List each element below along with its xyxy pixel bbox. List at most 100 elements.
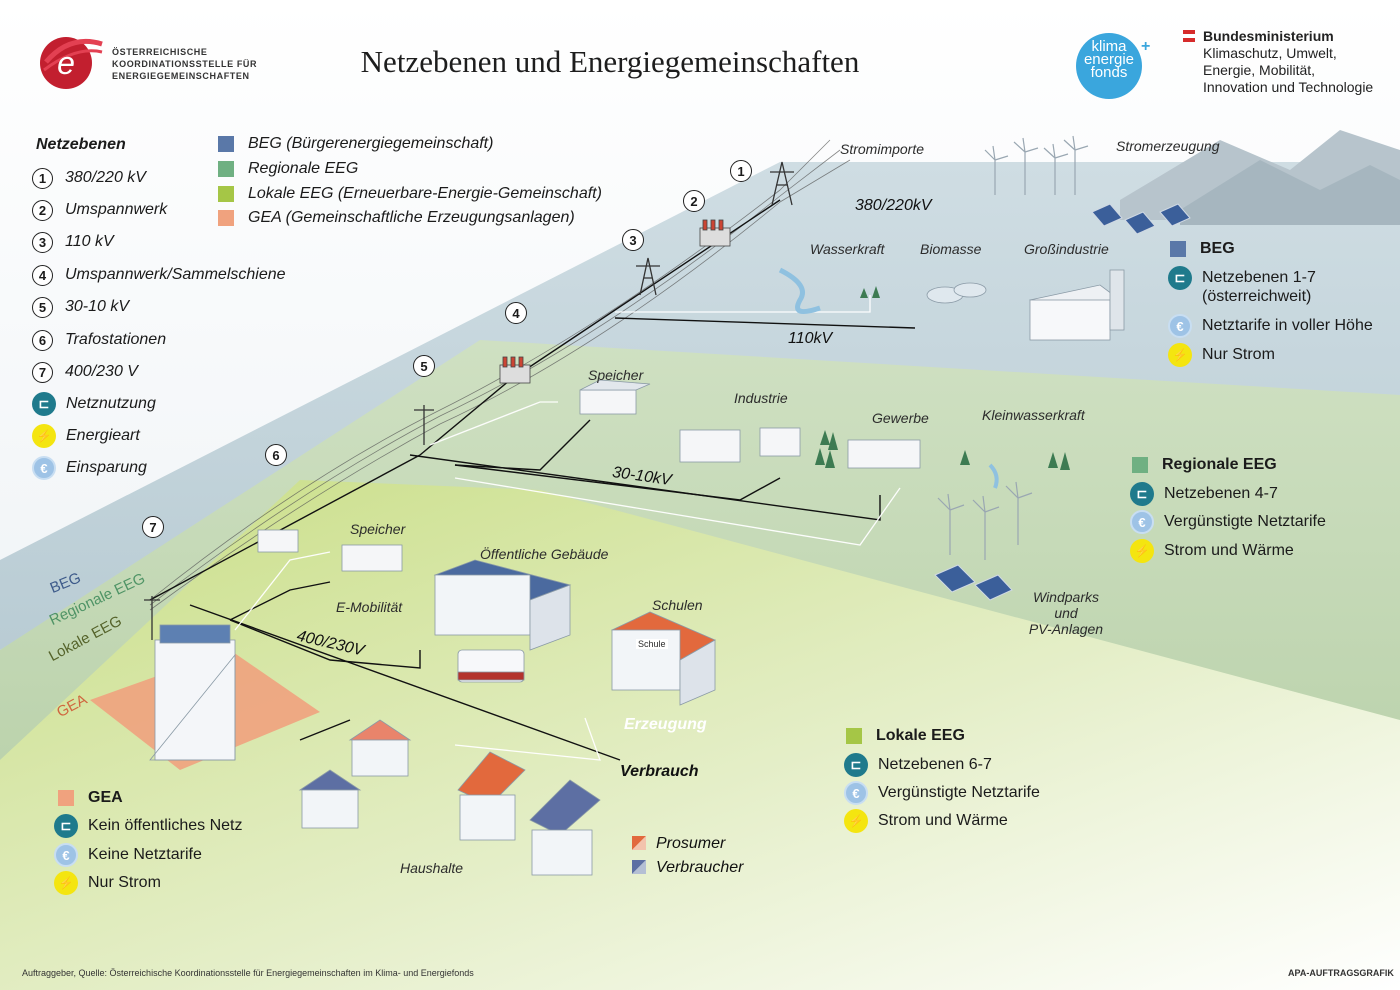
label-kleinwasserkraft: Kleinwasserkraft [982,407,1085,423]
lokale-box-row: €Vergünstigte Netztarife [844,781,1040,805]
euro-icon: € [844,781,868,805]
category-gea: GEA (Gemeinschaftliche Erzeugungsanlagen… [218,206,575,230]
schule-sign: Schule [636,639,668,649]
legend-item: ⚡Energieart [32,423,140,449]
callout-3: 3 [622,229,644,251]
gea-swatch [218,210,234,226]
pylon-110 [636,257,660,296]
klima-energie-fonds-logo: klima energie fonds [1076,33,1142,99]
label-e-mobilitaet: E-Mobilität [336,599,403,615]
label-industrie: Industrie [734,390,788,406]
lokale-box-row: ⚡Strom und Wärme [844,809,1008,833]
category-lokale-eeg: Lokale EEG (Erneuerbare-Energie-Gemeinsc… [218,182,602,206]
pole-400v [144,596,160,640]
callout-1: 1 [730,160,752,182]
label-biomasse: Biomasse [920,241,982,257]
category-beg: BEG (Bürgerenergiegemeinschaft) [218,132,493,156]
page-title: Netzebenen und Energiegemeinschaften [360,44,860,79]
regional-eeg-swatch [218,161,234,177]
netz-icon: ⊏ [844,753,868,777]
beg-box-row: ⊏Netzebenen 1-7 [1168,266,1316,290]
label-grossindustrie: Großindustrie [1024,241,1109,257]
callout-5: 5 [413,355,435,377]
callout-7: 7 [142,516,164,538]
source-note: Auftraggeber, Quelle: Österreichische Ko… [22,968,474,978]
regional-box-row: ⚡Strom und Wärme [1130,539,1294,563]
legend-title: Netzebenen [36,136,126,153]
ministry-name: Bundesministerium Klimaschutz, Umwelt, E… [1203,28,1374,95]
regional-box-row: ⊏Netzebenen 4-7 [1130,482,1278,506]
bolt-icon: ⚡ [844,809,868,833]
legend-item: ⊏Netznutzung [32,391,156,417]
label-stromimporte: Stromimporte [840,141,925,157]
pylon-380 [770,161,794,206]
label-oeffentliche-gebaeude: Öffentliche Gebäude [480,546,609,562]
euro-icon: € [32,456,56,480]
euro-icon: € [1130,510,1154,534]
label-erzeugung: Erzeugung [624,716,707,733]
euro-icon: € [54,843,78,867]
label-stromerzeugung: Stromerzeugung [1116,138,1220,154]
regional-box-row: €Vergünstigte Netztarife [1130,510,1326,534]
gea-box-row: ⊏Kein öffentliches Netz [54,814,242,838]
callout-6: 6 [265,444,287,466]
lokale-eeg-swatch [218,186,234,202]
koordinationsstelle-name: ÖSTERREICHISCHE KOORDINATIONSSTELLE FÜR … [112,47,258,81]
gea-box-row: ⚡Nur Strom [54,871,161,895]
agency-credit: APA-AUFTRAGSGRAFIK [1288,968,1394,978]
klima-plus-sign: + [1141,38,1151,55]
power-lines [149,139,851,611]
lokale-box-row: ⊏Netzebenen 6-7 [844,753,992,777]
bolt-icon: ⚡ [54,871,78,895]
label-verbrauch: Verbrauch [620,763,699,780]
beg-layer [0,162,1400,650]
voltage-110kv: 110kV [788,330,833,347]
label-wasserkraft: Wasserkraft [810,241,885,257]
netz-icon: ⊏ [1168,266,1192,290]
legend-item: €Einsparung [32,455,147,481]
beg-box-row: €Netztarife in voller Höhe [1168,314,1373,338]
bolt-icon: ⚡ [32,424,56,448]
voltage-380kv: 380/220kV [855,197,932,214]
label-prosumer: Prosumer [656,835,726,852]
gea-box-title: GEA [58,789,123,807]
beg-box-title: BEG [1170,240,1235,258]
label-windparks: Windparks und PV-Anlagen [1028,589,1104,637]
netz-icon: ⊏ [1130,482,1154,506]
label-speicher-lokal: Speicher [350,521,406,537]
callout-2: 2 [683,190,705,212]
label-verbraucher: Verbraucher [656,859,744,876]
beg-box-row: ⚡Nur Strom [1168,343,1275,367]
beg-box-row: (österreichweit) [1202,288,1312,305]
beg-swatch [218,136,234,152]
netz-icon: ⊏ [54,814,78,838]
bolt-icon: ⚡ [1168,343,1192,367]
koordinationsstelle-logo: e [40,37,103,89]
label-schulen: Schulen [652,597,703,613]
bolt-icon: ⚡ [1130,539,1154,563]
label-gewerbe: Gewerbe [872,410,929,426]
gea-box-row: €Keine Netztarife [54,843,202,867]
austria-flag-icon [1183,30,1195,42]
netz-icon: ⊏ [32,392,56,416]
euro-icon: € [1168,314,1192,338]
regional-box-title: Regionale EEG [1132,456,1277,474]
label-speicher: Speicher [588,367,644,383]
pole-30kv [414,405,434,445]
local-layer [0,480,1400,990]
label-haushalte: Haushalte [400,860,464,876]
category-regional-eeg: Regionale EEG [218,157,358,181]
callout-4: 4 [505,302,527,324]
lokale-box-title: Lokale EEG [846,727,965,745]
svg-text:e: e [57,45,75,81]
grid-connections [149,199,916,761]
